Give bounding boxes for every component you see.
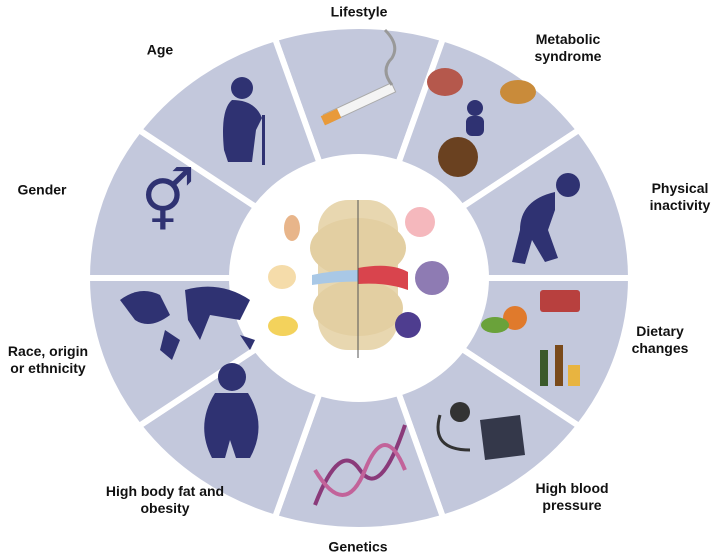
gender-symbol-icon: ⚥ (141, 167, 195, 237)
segment-label-lifestyle: Lifestyle (330, 3, 388, 20)
food-drinks-icon (481, 290, 580, 386)
segment-label-metabolic-syndrome: Metabolic syndrome (534, 31, 602, 64)
obese-person-icon (204, 363, 259, 458)
segment-label-physical-inactivity: Physical inactivity (649, 180, 711, 213)
dna-icon (313, 424, 407, 506)
segment-label-genetics: Genetics (328, 538, 388, 555)
world-map-icon (120, 286, 255, 360)
segment-label-dietary-changes: Dietary changes (631, 323, 689, 356)
blood-pressure-monitor-icon (436, 402, 525, 460)
segment-label-high-body-fat-obesity: High body fat and obesity (105, 483, 225, 516)
tired-person-icon (512, 173, 580, 264)
knee-joint-illustration (268, 200, 449, 358)
metabolic-icon (427, 68, 536, 177)
segment-label-age: Age (146, 41, 174, 58)
cigarette-icon (320, 28, 397, 126)
segment-label-gender: Gender (17, 181, 67, 198)
segment-label-race-origin-ethnicity: Race, origin or ethnicity (7, 343, 89, 376)
segment-label-high-blood-pressure: High blood pressure (535, 480, 609, 513)
elderly-person-icon (223, 77, 265, 165)
